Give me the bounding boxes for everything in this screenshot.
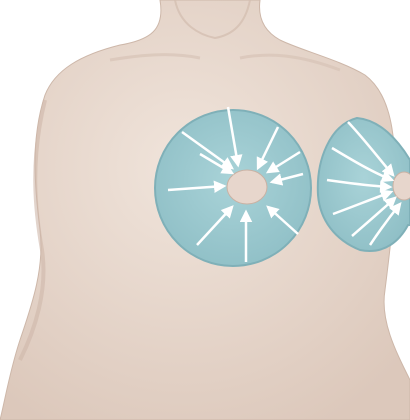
side-nipple-area [393,172,410,200]
side-breast-overlay [318,118,410,251]
front-nipple-area [227,170,267,204]
